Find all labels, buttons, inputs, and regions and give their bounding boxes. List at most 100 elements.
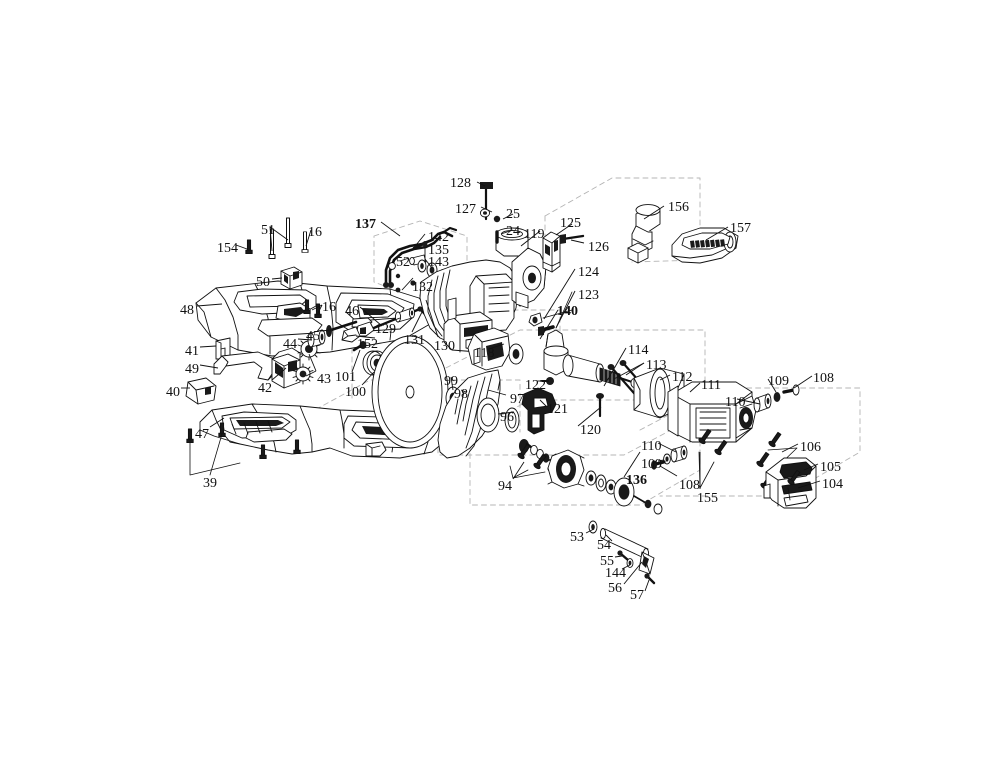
part-120-pin (596, 393, 604, 418)
callout-129: 129 (375, 322, 396, 337)
callout-137: 137 (355, 217, 376, 232)
callout-16b: 16 (322, 300, 336, 315)
part-104-screw (786, 468, 802, 501)
callout-123: 123 (578, 288, 599, 303)
part-132-stud (395, 287, 401, 293)
callout-39: 39 (203, 476, 217, 491)
callout-43: 43 (317, 372, 331, 387)
callout-142: 142 (428, 230, 449, 245)
callout-121: 121 (547, 402, 568, 417)
callout-152: 152 (357, 337, 378, 352)
part-110b-bushing (670, 445, 688, 463)
callout-94: 94 (498, 479, 512, 494)
part-111-motor-housing (667, 381, 757, 443)
callout-144: 144 (605, 566, 626, 581)
part-25-ball (493, 215, 501, 223)
callout-47: 47 (195, 427, 209, 442)
part-125-bracket (542, 231, 561, 273)
callout-106: 106 (800, 440, 821, 455)
callout-122: 122 (525, 378, 546, 393)
callout-48: 48 (180, 303, 194, 318)
callout-110a: 110 (725, 395, 746, 410)
callout-49: 49 (185, 362, 199, 377)
callout-109b: 109 (641, 457, 662, 472)
callout-46: 46 (345, 304, 359, 319)
part-101-bolt (352, 341, 367, 352)
part-39-screws (186, 422, 301, 476)
callout-56: 56 (608, 581, 622, 596)
callout-154: 154 (217, 241, 238, 256)
part-45-bolt (326, 320, 358, 337)
part-41-clip (215, 337, 231, 360)
callout-101: 101 (335, 370, 356, 385)
callout-108b: 108 (679, 478, 700, 493)
part-124-nut (528, 309, 573, 327)
callout-135: 135 (428, 243, 449, 258)
callout-124: 124 (578, 265, 599, 280)
part-136-gearcase (547, 449, 663, 515)
part-156-nozzle (627, 204, 661, 264)
callout-99: 99 (444, 374, 458, 389)
callout-41: 41 (185, 344, 199, 359)
callout-113: 113 (646, 358, 667, 373)
callout-111: 111 (701, 378, 721, 393)
callout-130: 130 (434, 339, 455, 354)
callout-120: 120 (580, 423, 601, 438)
part-50-block (280, 266, 303, 290)
part-56-body (638, 551, 655, 575)
callout-104: 104 (822, 477, 843, 492)
callout-96: 96 (500, 410, 514, 425)
part-97-blade-guard (437, 369, 501, 459)
callout-42: 42 (258, 381, 272, 396)
part-157-bag (671, 227, 739, 264)
callout-127: 127 (455, 202, 476, 217)
leader-lines (181, 181, 821, 592)
callout-119: 119 (524, 227, 545, 242)
callout-118: 118 (474, 346, 495, 361)
callout-156: 156 (668, 200, 689, 215)
part-96-oring (504, 407, 520, 433)
part-154-screw (245, 239, 253, 255)
callout-131: 131 (404, 333, 425, 348)
part-55-pin (617, 550, 630, 562)
callout-100: 100 (345, 385, 366, 400)
part-144-washer (626, 558, 634, 568)
part-109a-washer (773, 392, 781, 402)
callout-51: 51 (261, 223, 275, 238)
callout-25: 25 (506, 207, 520, 222)
callout-97: 97 (510, 392, 524, 407)
callout-125: 125 (560, 216, 581, 231)
part-135-spacer (417, 259, 427, 273)
part-40-cap (185, 377, 217, 405)
callout-157: 157 (730, 221, 751, 236)
part-main-housing (419, 227, 547, 353)
callout-98: 98 (454, 387, 468, 402)
callout-50: 50 (256, 275, 270, 290)
callout-108a: 108 (813, 371, 834, 386)
callout-140: 140 (557, 304, 578, 319)
part-blade-disc (371, 335, 449, 449)
callout-40: 40 (166, 385, 180, 400)
callout-112: 112 (672, 370, 693, 385)
group-outline-140 (437, 329, 706, 456)
callout-53: 53 (570, 530, 584, 545)
part-142-pin (412, 241, 428, 250)
callout-54: 54 (597, 538, 611, 553)
part-48-base-shoe (195, 280, 433, 357)
callout-155: 155 (697, 491, 718, 506)
part-108b-bolt (651, 460, 666, 470)
part-110a-bushing (753, 393, 772, 413)
callout-55: 55 (600, 554, 614, 569)
callout-45: 45 (306, 329, 320, 344)
callout-57: 57 (630, 588, 644, 603)
callout-143: 143 (428, 255, 449, 270)
part-49-handle (213, 351, 277, 381)
callout-52: 52 (396, 255, 410, 270)
callout-109a: 109 (768, 374, 789, 389)
callout-132: 132 (412, 280, 433, 295)
callout-105: 105 (820, 460, 841, 475)
callout-114: 114 (628, 343, 649, 358)
